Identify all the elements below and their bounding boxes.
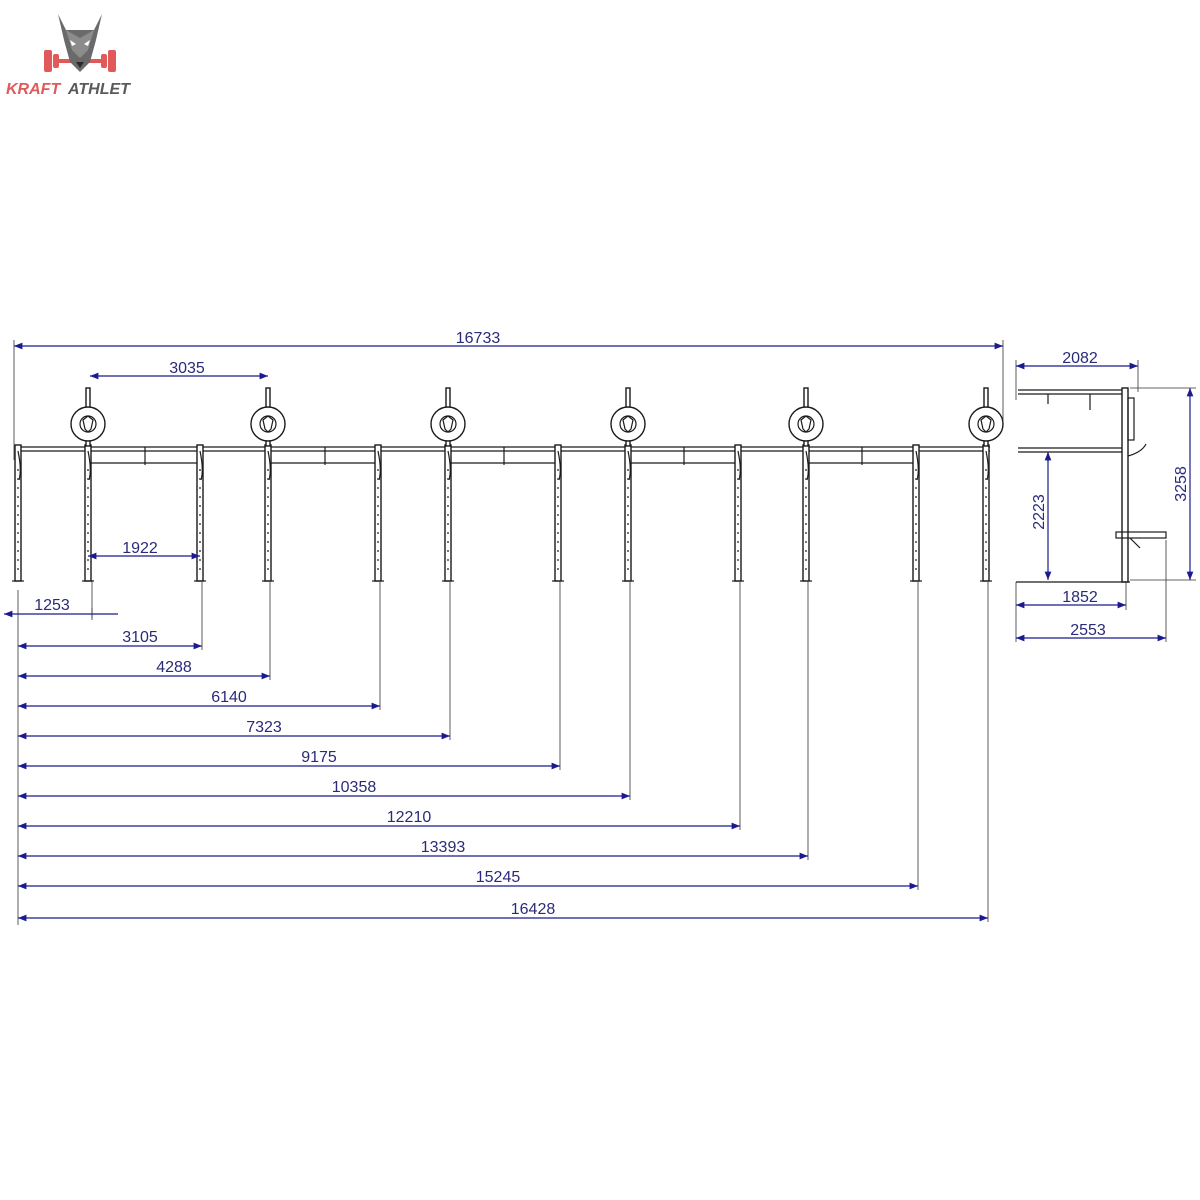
dim-label-cumulative: 12210 [387,809,432,826]
dim-side-depth-overall: 2553 [1016,540,1167,642]
wall-target-icon [788,406,824,442]
dim-label-side-top-width: 2082 [1062,350,1098,367]
wall-target-icon [968,406,1004,442]
dim-label-cumulative: 13393 [421,839,466,856]
dim-label-cumulative: 3105 [122,629,158,646]
dim-label-side-depth-overall: 2553 [1070,622,1106,639]
cumulative-dimensions: 1253 3105 4288 6140 7323 9175 10358 12210 13393 1… [4,580,989,925]
dim-label-cumulative: 16428 [511,901,556,918]
wall-target-icon [610,406,646,442]
wall-target-icon [250,406,286,442]
wall-target-icon [430,406,466,442]
front-view [12,387,1004,582]
brand-name-part2: ATHLET [67,81,131,98]
dim-bay-width: 1922 [88,540,200,560]
dim-side-height: 3258 [1130,387,1196,581]
dim-label-side-depth-inner: 1852 [1062,589,1098,606]
dim-label-side-height: 3258 [1173,466,1190,502]
dim-label-side-inner-height: 2223 [1031,494,1048,530]
dim-label-overall-width: 16733 [456,330,501,347]
brand-name-part1: KRAFT [6,81,61,98]
brand-logo: KRAFT ATHLET [6,14,131,98]
dim-target-spacing: 3035 [90,360,268,380]
dim-label-cumulative: 10358 [332,779,377,796]
side-view [1016,387,1167,583]
wolf-barbell-icon [44,14,116,72]
dim-label-cumulative: 7323 [246,719,282,736]
dim-overall-width: 16733 [13,330,1004,460]
dim-side-top-width: 2082 [1015,350,1139,400]
wall-target-icon [70,406,106,442]
dim-label-cumulative: 6140 [211,689,247,706]
dim-side-depth-inner: 1852 [1015,582,1127,642]
dim-side-inner-height: 2223 [1031,452,1052,580]
dim-label-bay-width: 1922 [122,540,158,557]
dim-label-cumulative: 9175 [301,749,337,766]
dim-label-target-spacing: 3035 [169,360,205,377]
dim-label-cumulative: 4288 [156,659,192,676]
dim-label-cumulative: 15245 [476,869,521,886]
dim-label-cumulative: 1253 [34,597,70,614]
